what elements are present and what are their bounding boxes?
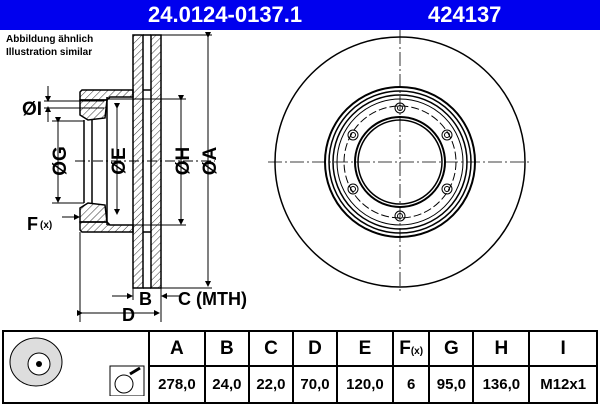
illustration-note: Abbildung ähnlich Illustration similar bbox=[6, 33, 93, 59]
note-english: Illustration similar bbox=[6, 47, 93, 58]
value-d: 70,0 bbox=[291, 365, 339, 404]
header-g: G bbox=[428, 330, 475, 367]
label-i: ØI bbox=[22, 99, 42, 120]
dimensions-table: A B C D E F(x) G H I 278,0 24,0 22,0 70,… bbox=[2, 330, 598, 404]
value-g: 95,0 bbox=[428, 365, 475, 404]
disc-thumbnail-icon bbox=[9, 337, 145, 397]
label-c: C (MTH) bbox=[178, 289, 247, 309]
part-number: 24.0124-0137.1 bbox=[148, 2, 303, 27]
label-b: B bbox=[139, 289, 152, 309]
value-b: 24,0 bbox=[203, 365, 250, 404]
label-f-sub: (x) bbox=[40, 220, 52, 231]
header-h: H bbox=[472, 330, 531, 367]
header-f: F(x) bbox=[391, 330, 431, 367]
label-a: ØA bbox=[200, 146, 221, 175]
header-a: A bbox=[148, 330, 206, 367]
product-thumbnail bbox=[2, 330, 150, 404]
header-f-sub: (x) bbox=[410, 345, 424, 357]
value-e: 120,0 bbox=[336, 365, 394, 404]
value-f: 6 bbox=[391, 365, 431, 404]
header-i: I bbox=[528, 330, 598, 367]
title-bar: 24.0124-0137.1 424137 bbox=[0, 0, 600, 30]
technical-drawing: ØI ØG ØE ØH ØA F (x) B C (MTH) D bbox=[22, 30, 532, 325]
note-german: Abbildung ähnlich bbox=[6, 34, 94, 45]
header-e: E bbox=[336, 330, 394, 367]
reference-number: 424137 bbox=[428, 2, 502, 27]
value-h: 136,0 bbox=[472, 365, 531, 404]
disc-front-view bbox=[268, 30, 532, 294]
header-d: D bbox=[291, 330, 339, 367]
value-i: M12x1 bbox=[528, 365, 598, 404]
label-f: F bbox=[27, 214, 38, 234]
dimension-lines bbox=[44, 32, 215, 322]
header-c: C bbox=[247, 330, 294, 367]
header-b: B bbox=[203, 330, 250, 367]
label-h: ØH bbox=[173, 147, 194, 176]
value-a: 278,0 bbox=[148, 365, 206, 404]
value-c: 22,0 bbox=[247, 365, 294, 404]
label-g: ØG bbox=[50, 146, 71, 176]
header-f-letter: F bbox=[399, 337, 411, 359]
label-e: ØE bbox=[109, 147, 130, 174]
label-d: D bbox=[122, 305, 135, 325]
